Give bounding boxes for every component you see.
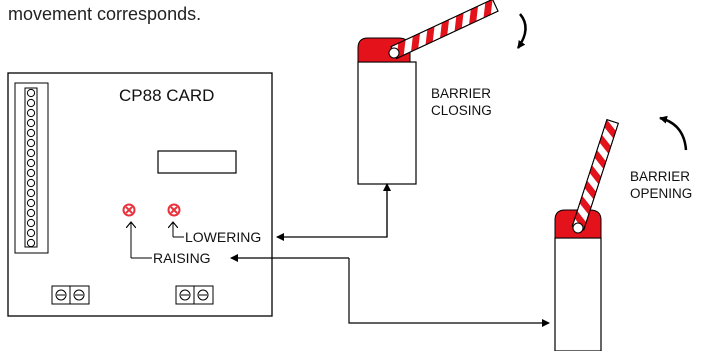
lowering-label: LOWERING [185, 229, 262, 245]
rotate-counterclockwise-arrow-icon [659, 115, 688, 151]
caption-text: movement corresponds. [8, 4, 202, 24]
connection-lines [230, 183, 550, 327]
led-lowering-icon [167, 203, 181, 217]
barrier-opening [554, 118, 619, 351]
barrier-closing-line2: CLOSING [431, 103, 492, 118]
card-chip [157, 150, 237, 174]
raising-label: RAISING [153, 250, 211, 266]
terminal-block-icon [51, 285, 90, 305]
rotate-clockwise-arrow-icon [516, 13, 527, 49]
led-raising-icon [122, 203, 136, 217]
cp88-card [7, 72, 273, 317]
barrier-closing [357, 0, 499, 185]
card-title: CP88 CARD [119, 86, 215, 105]
barrier-closing-label: BARRIER CLOSING [431, 85, 492, 119]
barrier-closing-line1: BARRIER [431, 86, 492, 101]
barrier-opening-line1: BARRIER [630, 169, 691, 184]
connector-strip [14, 82, 49, 254]
barrier-opening-label: BARRIER OPENING [630, 168, 692, 202]
barrier-opening-line2: OPENING [630, 186, 693, 201]
terminal-block-icon [175, 285, 214, 305]
